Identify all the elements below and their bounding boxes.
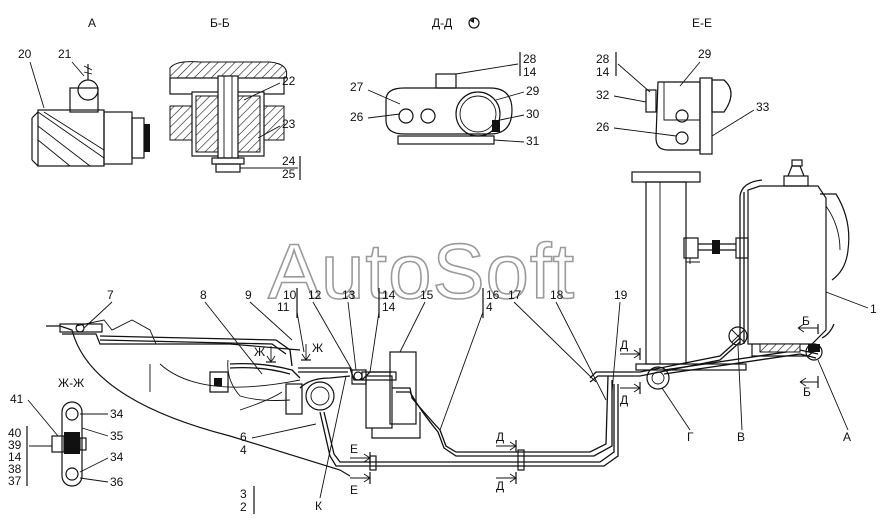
section-title-dd: Д-Д [432,16,452,30]
section-title-a: А [88,16,96,30]
letter-d-2: Д [620,393,628,407]
letter-d-1: Д [620,338,628,352]
letter-d-3: Д [496,430,504,444]
callout-35: 35 [110,429,124,443]
callout-29-ee: 29 [698,47,712,61]
letter-g: Г [687,430,694,444]
callout-1: 1 [870,302,877,316]
callout-28-ee: 28 [596,52,610,66]
callout-14-zh: 14 [8,450,22,464]
letter-b-top: Б [802,314,810,328]
callout-3: 3 [240,487,247,501]
section-bb-mount [169,61,288,173]
callout-30: 30 [526,107,540,121]
callout-36: 36 [110,475,124,489]
callout-39: 39 [8,438,22,452]
callout-23: 23 [282,117,296,131]
callout-8: 9 [245,288,252,302]
callout-4-mid: 4 [240,443,247,457]
callout-31: 31 [526,134,540,148]
letter-b-bottom: Б [803,385,811,399]
callout-10: 11 [277,300,290,314]
callout-25: 25 [282,167,296,181]
callout-5: 6 [240,430,247,444]
callout-14-main: 14 [382,300,396,314]
letter-d-4: Д [496,479,504,493]
main-assembly [46,159,850,477]
callout-38: 38 [8,462,22,476]
callout-21: 21 [58,47,72,61]
callout-26-ee: 26 [596,120,610,134]
letter-k: К [315,499,322,513]
callout-28-dd: 28 [523,52,537,66]
section-title-ee: Е-Е [692,16,712,30]
callout-22: 22 [282,74,296,88]
letter-a-callout: А [843,430,851,444]
section-ee-clamp [645,77,732,155]
callout-7: 8 [200,288,207,302]
callout-40: 40 [8,426,22,440]
callout-26-dd: 26 [350,110,364,124]
section-title-bb: Б-Б [210,16,230,30]
callout-12: 13 [342,288,356,302]
callout-13: 14 [382,288,396,302]
callout-34-bottom: 34 [110,450,124,464]
callout-11: 12 [308,288,322,302]
letter-e-1: Е [350,442,358,456]
section-zhzh-clamp [51,401,87,487]
letter-zh-2: Ж [312,341,323,355]
callout-4-top: 4 [486,300,493,314]
callout-34-top: 34 [110,407,124,421]
callout-14-ee: 14 [596,65,610,79]
callout-37: 37 [8,474,22,488]
callout-14-dd: 14 [523,65,537,79]
callout-24: 24 [282,154,296,168]
callout-16: 16 [486,288,500,302]
callout-32: 32 [596,88,610,102]
callout-29-dd: 29 [526,84,540,98]
section-title-zhzh: Ж-Ж [58,376,84,390]
callout-17: 17 [508,288,522,302]
callout-27: 27 [350,80,364,94]
view-a-part [31,64,150,167]
letter-v: В [737,430,745,444]
letter-zh-1: Ж [254,345,265,359]
section-dd-clamp [385,73,513,145]
watermark-text: AutoSoft [268,227,575,315]
callout-18: 18 [550,288,564,302]
callout-2: 2 [240,500,247,514]
callout-33: 33 [756,100,770,114]
callout-19: 19 [614,288,628,302]
rotation-mark-icon [468,17,480,29]
callout-41: 41 [10,392,24,406]
callout-6: 7 [107,288,114,302]
callout-20: 20 [18,47,32,61]
callout-9: 10 [283,288,297,302]
callout-15: 15 [420,288,434,302]
letter-e-2: Е [350,483,358,497]
